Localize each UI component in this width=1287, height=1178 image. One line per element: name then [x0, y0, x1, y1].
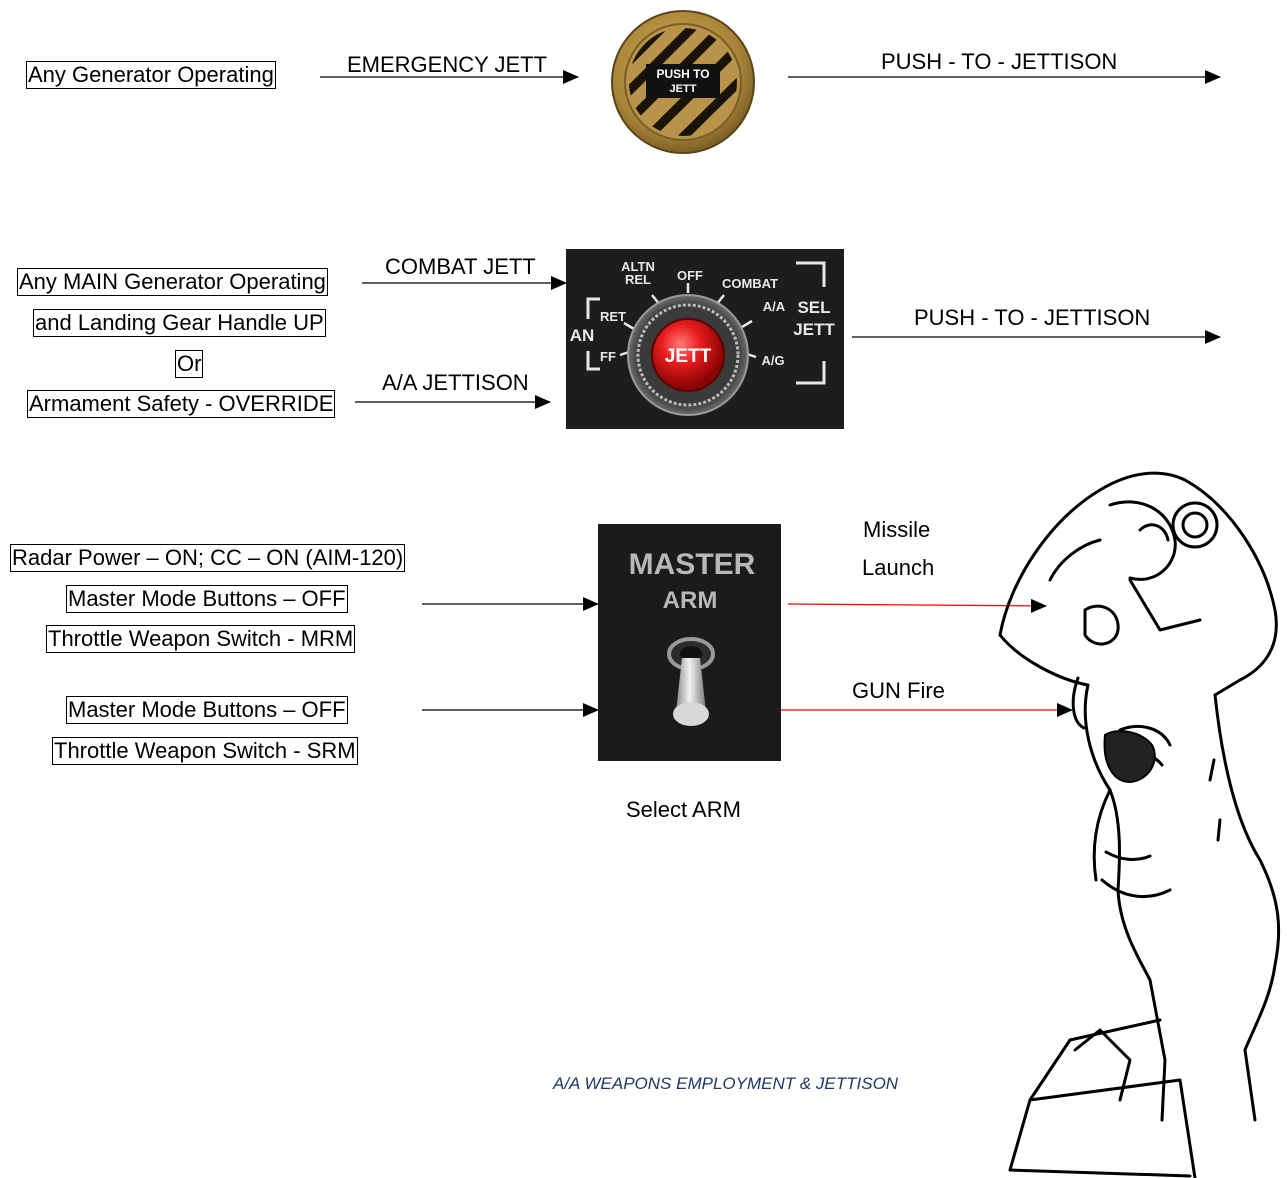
label-missile-launch-2: Launch — [862, 555, 934, 581]
pos-combat: COMBAT — [722, 276, 778, 291]
emergency-jett-button[interactable]: PUSH TO JETT — [610, 10, 756, 155]
condition-master-mode-srm: Master Mode Buttons – OFF — [66, 696, 348, 724]
label-emergency-jett: EMERGENCY JETT — [347, 52, 547, 78]
pos-aa: A/A — [763, 299, 786, 314]
pos-rel: REL — [625, 272, 651, 287]
master-arm-text-1: MASTER — [629, 548, 756, 581]
label-gun-fire: GUN Fire — [852, 678, 945, 704]
jett-knob-label: JETT — [665, 346, 712, 367]
pos-ff: FF — [600, 349, 616, 364]
selective-jettison-panel: JETT ALTN REL OFF COMBAT A/A A/G RET FF … — [566, 249, 844, 429]
condition-any-generator: Any Generator Operating — [26, 61, 276, 89]
condition-armament-safety: Armament Safety - OVERRIDE — [27, 390, 335, 418]
control-stick-illustration — [990, 460, 1287, 1178]
pos-off: OFF — [677, 268, 703, 283]
label-emergency-result: PUSH - TO - JETTISON — [881, 49, 1117, 75]
condition-landing-gear: and Landing Gear Handle UP — [33, 309, 326, 337]
master-arm-text-2: ARM — [663, 587, 718, 614]
label-select-arm: Select ARM — [626, 797, 741, 823]
condition-radar-power: Radar Power – ON; CC – ON (AIM-120) — [10, 544, 405, 572]
jett-button-text-2: JETT — [670, 83, 697, 95]
pos-ret: RET — [600, 309, 626, 324]
sel-label-1: SEL — [797, 298, 830, 317]
label-aa-jettison: A/A JETTISON — [382, 370, 529, 396]
master-arm-panel: MASTER ARM — [598, 524, 781, 761]
condition-throttle-srm: Throttle Weapon Switch - SRM — [52, 737, 358, 765]
condition-throttle-mrm: Throttle Weapon Switch - MRM — [46, 625, 355, 653]
label-combat-jett: COMBAT JETT — [385, 254, 536, 280]
label-combat-result: PUSH - TO - JETTISON — [914, 305, 1150, 331]
jett-button-text-1: PUSH TO — [656, 67, 709, 81]
condition-master-mode-mrm: Master Mode Buttons – OFF — [66, 585, 348, 613]
diagram-caption: A/A WEAPONS EMPLOYMENT & JETTISON — [553, 1074, 898, 1094]
sel-label-2: JETT — [793, 320, 835, 339]
pos-an: AN — [570, 326, 595, 345]
condition-main-generator: Any MAIN Generator Operating — [17, 268, 328, 296]
condition-or: Or — [175, 350, 203, 378]
label-missile-launch-1: Missile — [863, 517, 930, 543]
pos-ag: A/G — [761, 353, 784, 368]
